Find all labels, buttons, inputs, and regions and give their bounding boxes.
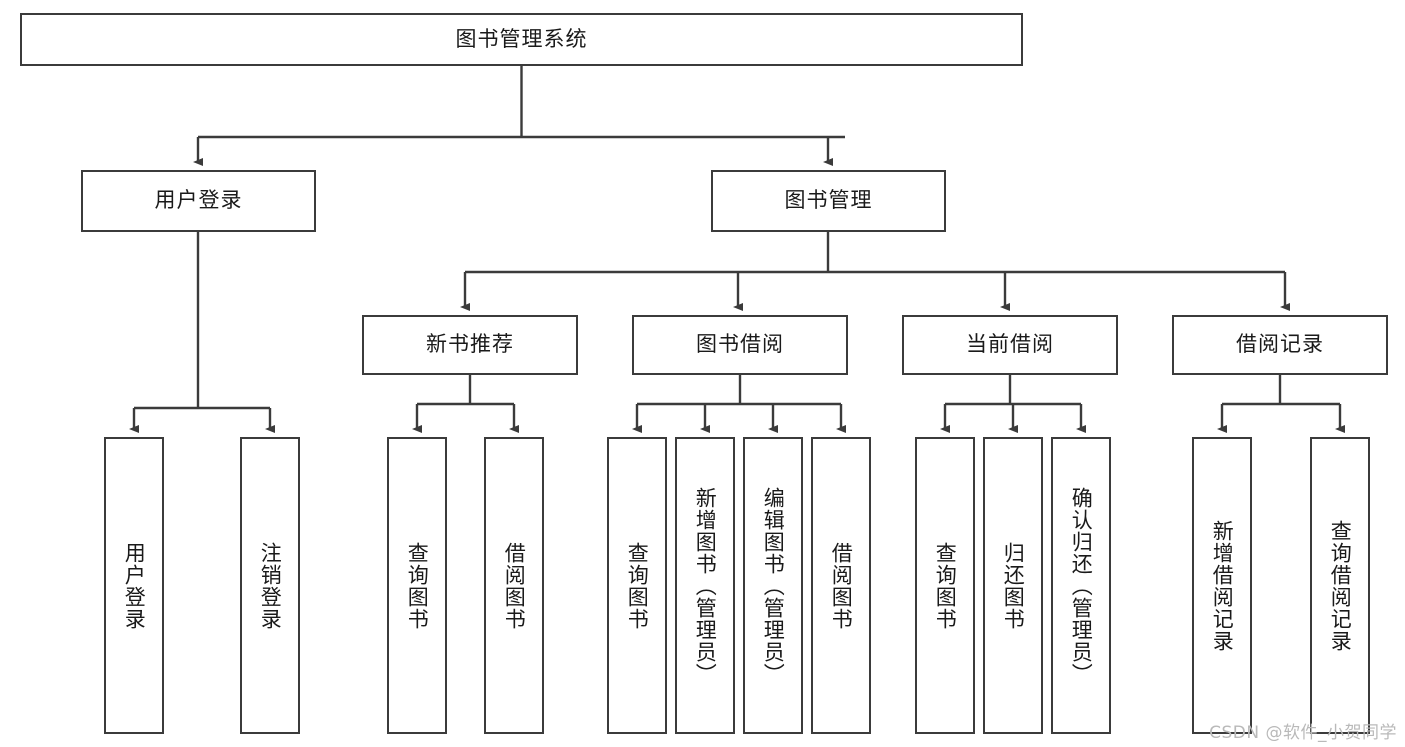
leaf-borrow-book-recommend[interactable]: 借阅图书 [484, 437, 544, 734]
node-new-book-recommend[interactable]: 新书推荐 [362, 315, 578, 375]
watermark-text: CSDN @软件_小贺同学 [1209, 723, 1397, 743]
leaf-add-book-admin[interactable]: 新增图书（管理员） [675, 437, 735, 734]
node-user-login[interactable]: 用户登录 [81, 170, 316, 232]
leaf-add-borrow-record[interactable]: 新增借阅记录 [1192, 437, 1252, 734]
leaf-borrow-book-label: 借阅图书 [829, 541, 854, 630]
leaf-user-login-label: 用户登录 [122, 541, 147, 630]
leaf-edit-book-admin-label: 编辑图书（管理员） [761, 486, 786, 685]
leaf-return-book[interactable]: 归还图书 [983, 437, 1043, 734]
leaf-query-book-recommend[interactable]: 查询图书 [387, 437, 447, 734]
node-borrow-record-label: 借阅记录 [1236, 332, 1324, 357]
node-book-management-label: 图书管理 [784, 188, 873, 213]
leaf-query-book-borrow-label: 查询图书 [625, 541, 650, 630]
leaf-user-login[interactable]: 用户登录 [104, 437, 164, 734]
node-borrow-record[interactable]: 借阅记录 [1172, 315, 1388, 375]
node-current-borrow-label: 当前借阅 [966, 332, 1054, 357]
leaf-edit-book-admin[interactable]: 编辑图书（管理员） [743, 437, 803, 734]
leaf-query-book-current[interactable]: 查询图书 [915, 437, 975, 734]
leaf-logout[interactable]: 注销登录 [240, 437, 300, 734]
leaf-query-borrow-record-label: 查询借阅记录 [1328, 519, 1353, 652]
leaf-logout-label: 注销登录 [258, 541, 283, 630]
node-book-borrow[interactable]: 图书借阅 [632, 315, 848, 375]
node-root-label: 图书管理系统 [455, 26, 588, 51]
leaf-query-book-current-label: 查询图书 [933, 541, 958, 630]
leaf-add-borrow-record-label: 新增借阅记录 [1210, 519, 1235, 652]
leaf-borrow-book[interactable]: 借阅图书 [811, 437, 871, 734]
leaf-query-book-borrow[interactable]: 查询图书 [607, 437, 667, 734]
leaf-add-book-admin-label: 新增图书（管理员） [693, 486, 718, 685]
node-user-login-label: 用户登录 [154, 188, 243, 213]
leaf-query-borrow-record[interactable]: 查询借阅记录 [1310, 437, 1370, 734]
leaf-borrow-book-recommend-label: 借阅图书 [502, 541, 527, 630]
leaf-confirm-return-admin[interactable]: 确认归还（管理员） [1051, 437, 1111, 734]
node-book-borrow-label: 图书借阅 [696, 332, 784, 357]
leaf-confirm-return-admin-label: 确认归还（管理员） [1069, 486, 1094, 685]
leaf-return-book-label: 归还图书 [1001, 541, 1026, 630]
node-new-book-recommend-label: 新书推荐 [426, 332, 514, 357]
node-book-management[interactable]: 图书管理 [711, 170, 946, 232]
node-current-borrow[interactable]: 当前借阅 [902, 315, 1118, 375]
leaf-query-book-recommend-label: 查询图书 [405, 541, 430, 630]
node-root[interactable]: 图书管理系统 [20, 13, 1023, 66]
